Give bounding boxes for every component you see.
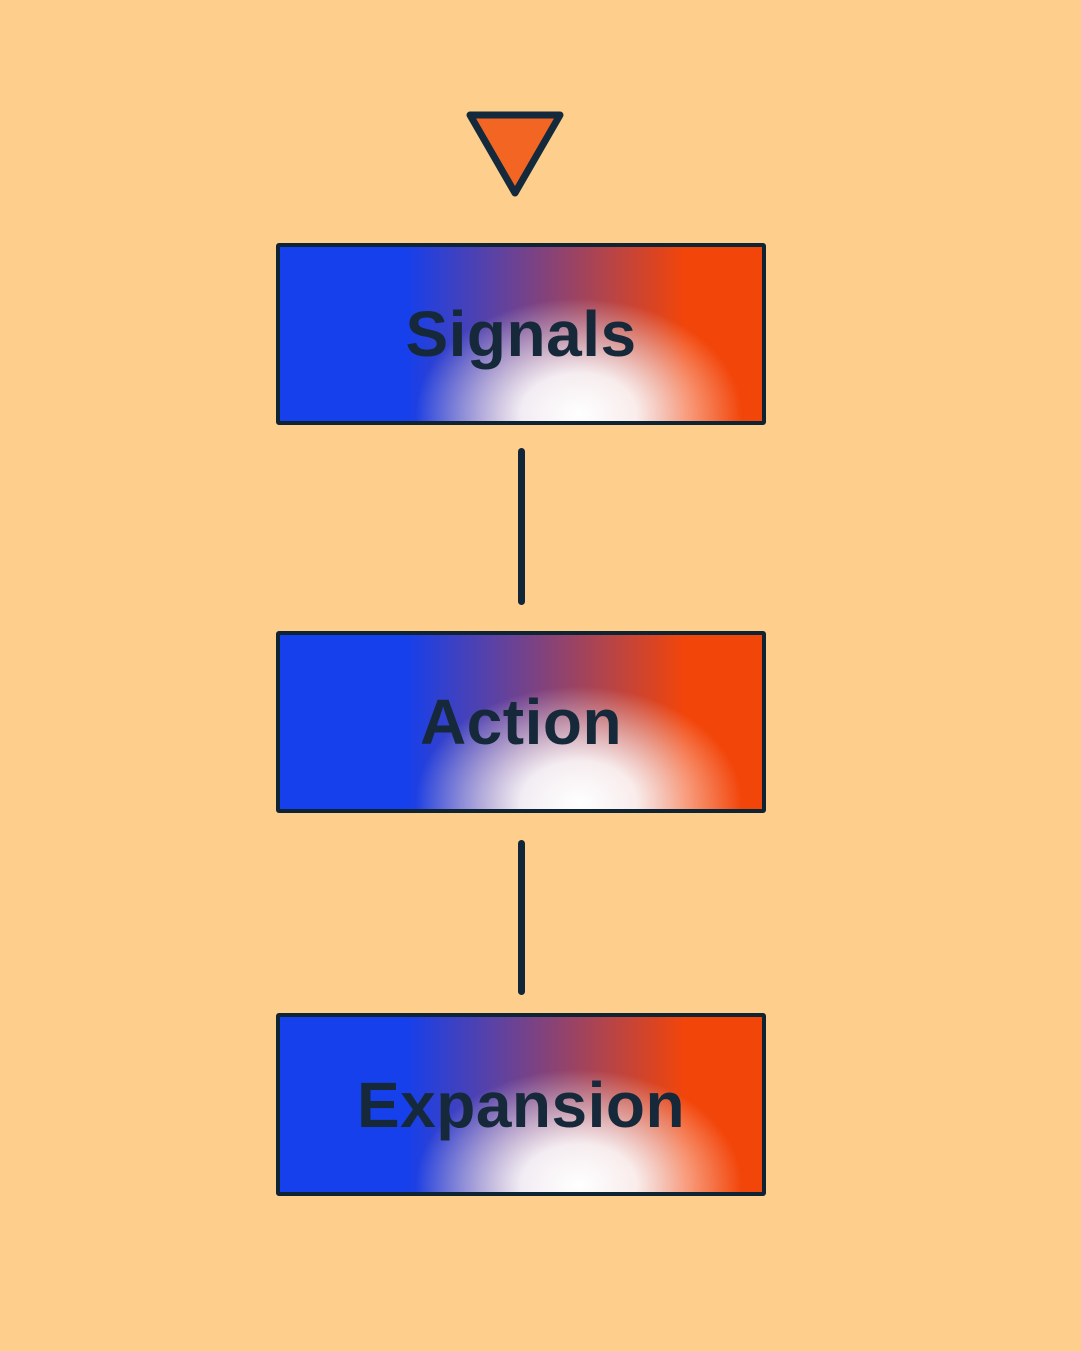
flow-diagram: Signals Action Expansion — [276, 110, 766, 1196]
connector-line — [517, 448, 525, 605]
triangle-down-icon — [466, 111, 564, 197]
flow-node-label: Expansion — [356, 1068, 686, 1141]
flow-node-signals: Signals — [276, 243, 766, 425]
flow-node-label: Signals — [405, 298, 637, 370]
flow-node-action: Action — [276, 631, 766, 813]
flow-node-label: Action — [419, 686, 623, 758]
flow-node-expansion: Expansion — [276, 1013, 766, 1196]
connector-line — [517, 840, 525, 995]
